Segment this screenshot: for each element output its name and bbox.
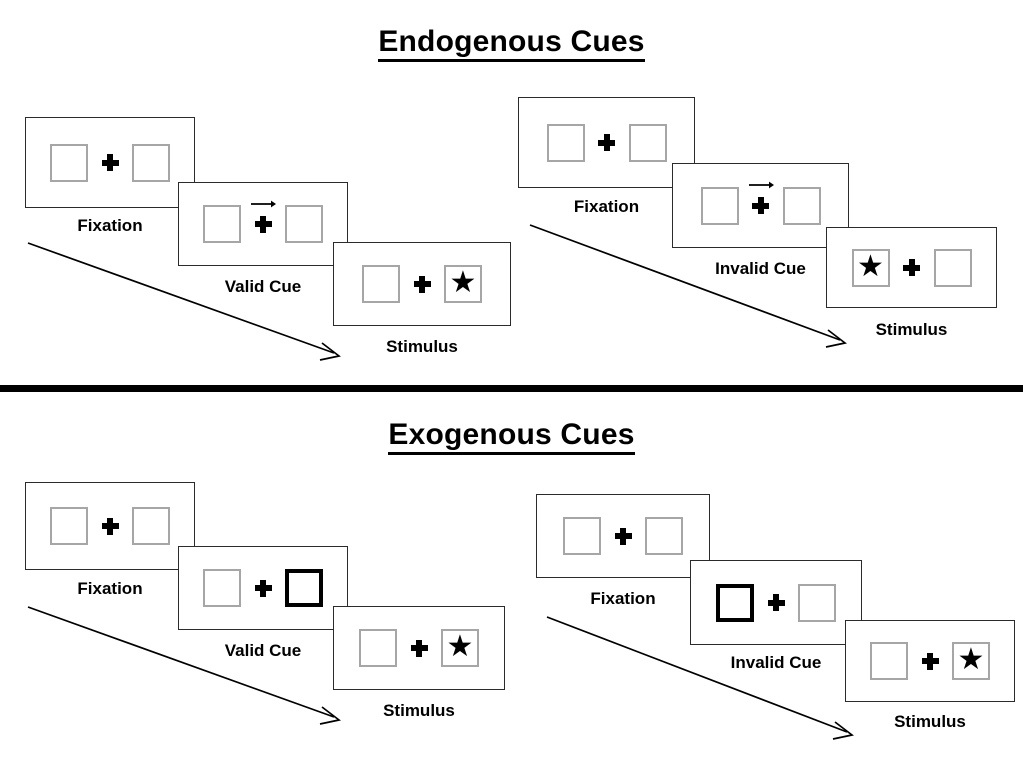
section-title-exogenous-text: Exogenous Cues — [388, 418, 635, 455]
panel-inner — [563, 517, 683, 555]
right-box — [645, 517, 683, 555]
panel-endogenous-valid-fixation — [25, 117, 195, 208]
panel-label-endogenous-invalid-fixation: Fixation — [573, 197, 640, 216]
panel-endogenous-invalid-fixation — [518, 97, 695, 188]
plus-icon — [410, 639, 428, 657]
panel-endogenous-valid-stimulus: ★ — [333, 242, 511, 326]
panel-inner — [50, 507, 170, 545]
fixation-cross-slot — [754, 594, 798, 611]
right-box — [285, 205, 323, 243]
right-box — [782, 186, 821, 225]
plus-icon — [921, 652, 939, 670]
panel-label-endogenous-valid-fixation: Fixation — [77, 216, 143, 235]
left-box — [700, 186, 739, 225]
section-title-endogenous: Endogenous Cues — [0, 25, 1023, 62]
plus-icon — [254, 215, 272, 233]
arrow-right-cue-icon — [748, 181, 774, 189]
star-icon: ★ — [446, 630, 474, 663]
left-box-target: ★ — [851, 248, 890, 287]
panel-inner — [203, 200, 323, 243]
left-box — [359, 629, 397, 667]
panel-label-endogenous-valid-cue: Valid Cue — [224, 277, 302, 296]
left-box — [50, 507, 88, 545]
fixation-cross-slot — [88, 154, 132, 171]
panel-inner — [203, 569, 323, 607]
panel-label-exogenous-valid-cue: Valid Cue — [224, 641, 302, 660]
left-box-cue-flash — [716, 583, 754, 622]
star-icon: ★ — [449, 266, 477, 299]
fixation-cross-slot — [601, 527, 645, 545]
fixation-cross-slot — [88, 517, 132, 535]
fixation-cross-slot — [585, 134, 629, 151]
panel-inner: ★ — [870, 642, 990, 680]
panel-exogenous-invalid-stimulus: ★ — [845, 620, 1015, 702]
right-box — [628, 123, 667, 162]
star-icon: ★ — [857, 249, 884, 283]
left-box — [563, 517, 601, 555]
plus-icon — [254, 579, 272, 597]
plus-icon — [413, 275, 431, 293]
panel-label-exogenous-invalid-stimulus: Stimulus — [894, 712, 966, 731]
section-title-endogenous-text: Endogenous Cues — [378, 25, 645, 62]
plus-icon — [903, 259, 920, 276]
fixation-cross-slot — [739, 181, 783, 214]
plus-icon — [614, 527, 632, 545]
plus-icon — [752, 197, 769, 214]
panel-inner — [700, 181, 821, 225]
panel-exogenous-valid-stimulus: ★ — [333, 606, 505, 690]
panel-exogenous-invalid-cue — [690, 560, 862, 645]
fixation-cross-slot — [908, 652, 952, 670]
left-box — [50, 143, 88, 182]
plus-icon — [101, 154, 119, 171]
section-divider — [0, 385, 1023, 392]
plus-icon — [767, 594, 785, 611]
star-icon: ★ — [957, 643, 985, 676]
right-box — [933, 248, 972, 287]
panel-endogenous-invalid-stimulus: ★ — [826, 227, 997, 308]
fixation-cross-slot — [241, 200, 285, 233]
fixation-cross-slot — [241, 579, 285, 597]
plus-icon — [598, 134, 615, 151]
panel-inner: ★ — [362, 265, 482, 303]
left-box — [362, 265, 400, 303]
left-box — [203, 205, 241, 243]
left-box — [546, 123, 585, 162]
left-box — [870, 642, 908, 680]
right-box — [132, 507, 170, 545]
right-box — [132, 143, 170, 182]
right-box-target: ★ — [444, 265, 482, 303]
right-box — [798, 583, 836, 622]
panel-inner — [546, 123, 667, 162]
panel-exogenous-invalid-fixation — [536, 494, 710, 578]
panel-inner: ★ — [851, 248, 972, 287]
fixation-cross-slot — [397, 639, 441, 657]
panel-exogenous-valid-cue — [178, 546, 348, 630]
panel-label-endogenous-invalid-cue: Invalid Cue — [715, 259, 806, 278]
panel-endogenous-valid-cue — [178, 182, 348, 266]
arrow-right-cue-icon — [251, 200, 276, 207]
panel-inner — [50, 143, 170, 182]
panel-label-exogenous-invalid-fixation: Fixation — [590, 589, 656, 608]
panel-inner — [716, 583, 836, 622]
panel-label-exogenous-valid-fixation: Fixation — [77, 579, 143, 598]
section-title-exogenous: Exogenous Cues — [0, 418, 1023, 455]
panel-label-exogenous-invalid-cue: Invalid Cue — [730, 653, 822, 672]
plus-icon — [101, 517, 119, 535]
panel-inner: ★ — [359, 629, 479, 667]
panel-exogenous-valid-fixation — [25, 482, 195, 570]
right-box-target: ★ — [952, 642, 990, 680]
right-box-target: ★ — [441, 629, 479, 667]
right-box-cue-flash — [285, 569, 323, 607]
panel-label-endogenous-valid-stimulus: Stimulus — [386, 337, 458, 356]
fixation-cross-slot — [890, 259, 934, 276]
left-box — [203, 569, 241, 607]
panel-label-endogenous-invalid-stimulus: Stimulus — [875, 320, 948, 339]
panel-label-exogenous-valid-stimulus: Stimulus — [383, 701, 455, 720]
fixation-cross-slot — [400, 275, 444, 293]
panel-endogenous-invalid-cue — [672, 163, 849, 248]
